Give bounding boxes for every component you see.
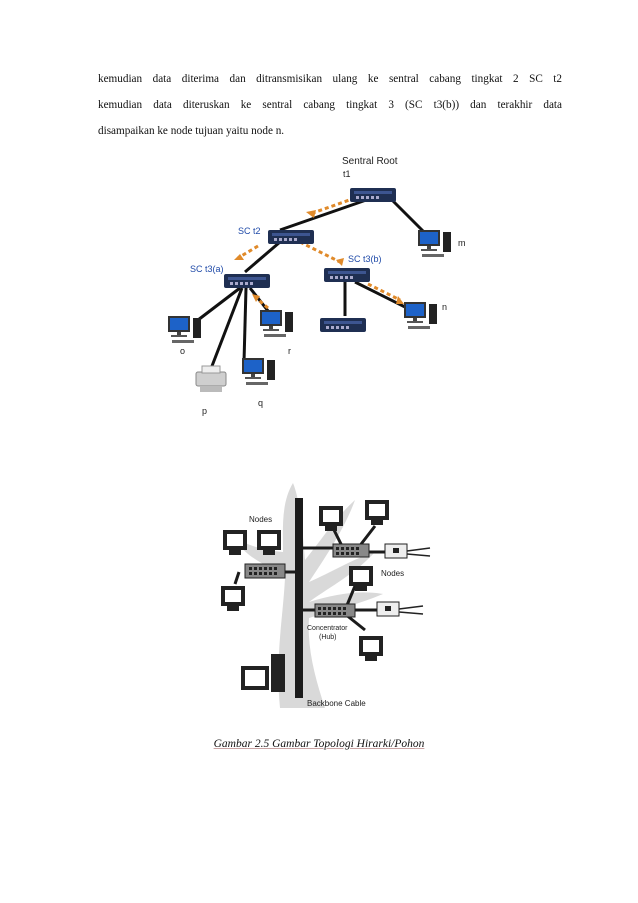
node-q-label: q bbox=[258, 398, 263, 408]
node-n-label: n bbox=[442, 302, 447, 312]
node-p-label: p bbox=[202, 406, 207, 416]
device-icon bbox=[376, 601, 424, 617]
node-o-label: o bbox=[180, 346, 185, 356]
body-paragraph: kemudian data diterima dan ditransmisika… bbox=[98, 66, 562, 144]
computer-icon bbox=[221, 586, 245, 611]
device-icon bbox=[384, 543, 431, 559]
hub-label: (Hub) bbox=[319, 634, 337, 641]
server-icon bbox=[241, 654, 285, 692]
node-m-label: m bbox=[458, 238, 466, 248]
printer-icon bbox=[195, 365, 227, 392]
concentrator-label: Concentrator bbox=[307, 625, 348, 632]
backbone-label: Backbone Cable bbox=[307, 699, 366, 708]
hub-icon bbox=[244, 563, 286, 579]
sc-t2-label: SC t2 bbox=[238, 226, 261, 236]
nodes-left-label: Nodes bbox=[249, 515, 272, 524]
computer-icon bbox=[349, 566, 373, 591]
paragraph-line-1: kemudian data diterima dan ditransmisika… bbox=[98, 73, 562, 85]
computer-icon bbox=[365, 500, 389, 525]
hub-icon bbox=[314, 603, 356, 618]
paragraph-line-2: kemudian data diteruskan ke sentral caba… bbox=[98, 99, 562, 111]
nodes-right-label: Nodes bbox=[381, 569, 404, 578]
paragraph-line-3: disampaikan ke node tujuan yaitu node n. bbox=[98, 125, 285, 137]
computer-icon bbox=[319, 506, 343, 531]
hub-icon bbox=[332, 543, 370, 558]
computer-icon bbox=[223, 530, 247, 555]
root-sub-label: t1 bbox=[343, 169, 351, 179]
figure-tree-topology: Nodes Nodes Concentrator (Hub) Backbone … bbox=[221, 483, 431, 708]
computer-icon bbox=[257, 530, 281, 555]
root-label: Sentral Root bbox=[342, 156, 398, 167]
node-r-label: r bbox=[288, 346, 291, 356]
figure-hierarchy-diagram: Sentral Root t1 SC t2 SC t3(a) SC t3(b) … bbox=[168, 156, 466, 416]
sc-t3b-label: SC t3(b) bbox=[348, 254, 382, 264]
computer-icon bbox=[359, 636, 383, 661]
figure-caption: Gambar 2.5 Gambar Topologi Hirarki/Pohon bbox=[213, 738, 425, 750]
sc-t3a-label: SC t3(a) bbox=[190, 264, 224, 274]
